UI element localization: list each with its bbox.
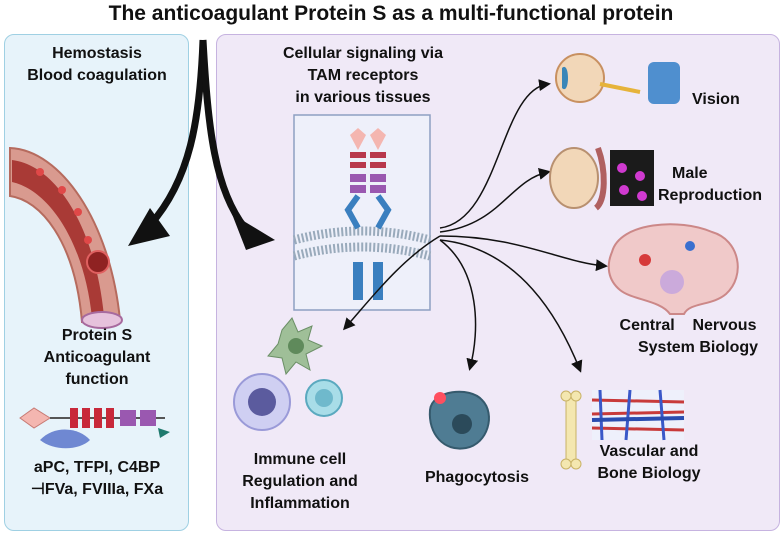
male-reproduction-label-1: Male: [672, 165, 708, 182]
eye-icon: [555, 53, 680, 104]
partners-label-2: ⊣FVa, FVIIIa, FXa: [30, 481, 164, 498]
protein-s-label-3: function: [65, 371, 129, 388]
cns-label-2: System Biology: [637, 339, 759, 356]
protein-s-label-1: Protein S: [61, 327, 133, 344]
partners-label-1: aPC, TFPI, C4BP: [33, 459, 161, 476]
protein-s-structure-icon: [19, 407, 170, 449]
vision-label: Vision: [692, 91, 740, 108]
signaling-heading-3: in various tissues: [295, 89, 431, 106]
male-reproduction-label-2: Reproduction: [658, 187, 762, 204]
cns-label-1: Central Nervous: [619, 317, 757, 334]
signaling-arrows: [343, 79, 608, 373]
blood-vessel-icon: [9, 146, 123, 329]
immune-cells-icon: [233, 317, 343, 431]
immune-label-1: Immune cell: [253, 451, 347, 468]
hemostasis-heading-1: Hemostasis: [52, 45, 142, 62]
immune-label-3: Inflammation: [250, 495, 350, 512]
diagram-title: The anticoagulant Protein S as a multi-f…: [108, 2, 674, 25]
immune-label-2: Regulation and: [242, 473, 358, 490]
brain-icon: [607, 223, 739, 315]
bone-vessel-icon: [560, 389, 685, 470]
split-arrows: [128, 39, 275, 250]
phagocyte-icon: [428, 390, 490, 450]
vascular-bone-label-1: Vascular and: [599, 443, 699, 460]
hemostasis-heading-2: Blood coagulation: [27, 67, 167, 84]
phagocytosis-label: Phagocytosis: [424, 469, 530, 486]
testis-icon: [549, 146, 654, 211]
vascular-bone-label-2: Bone Biology: [597, 465, 701, 482]
signaling-heading-2: TAM receptors: [307, 67, 419, 84]
tam-receptor-icon: [292, 114, 432, 311]
protein-s-label-2: Anticoagulant: [43, 349, 151, 366]
signaling-heading-1: Cellular signaling via: [282, 45, 444, 62]
